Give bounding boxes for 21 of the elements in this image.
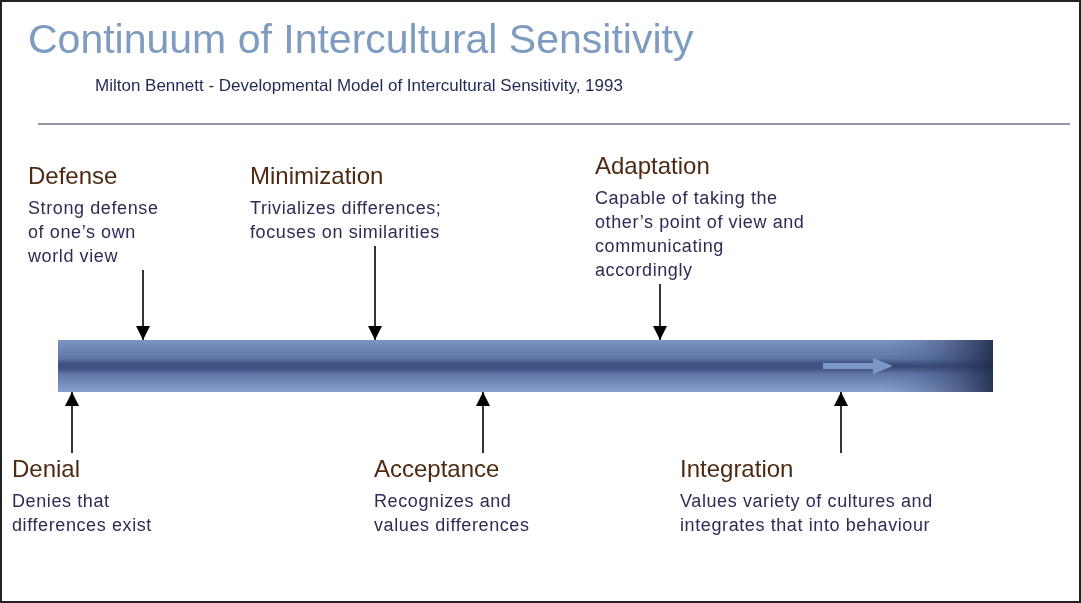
arrow [475, 391, 491, 454]
arrow [64, 391, 80, 454]
stage-description: Capable of taking the other’s point of view and communicating accordingly [595, 187, 806, 282]
stage-description: Strong defense of one’s own world view [28, 197, 160, 268]
arrow [367, 245, 383, 341]
arrow [135, 269, 151, 341]
stage-heading: Integration [680, 455, 794, 483]
stage-description: Denies that differences exist [12, 490, 153, 537]
title: Continuum of Intercultural Sensitivity [28, 16, 694, 63]
stage-description: Trivializes differences; focuses on similarities [250, 197, 443, 244]
arrow [652, 283, 668, 341]
subtitle: Milton Bennett - Developmental Model of Intercultural Sensitivity, 1993 [95, 76, 623, 96]
stage-description: Recognizes and values differences [374, 490, 531, 537]
stage-description: Values variety of cultures and integrates that into behaviour [680, 490, 934, 537]
stage-heading: Minimization [250, 162, 384, 190]
stage-heading: Defense [28, 162, 118, 190]
arrow [833, 391, 849, 454]
stage-heading: Acceptance [374, 455, 500, 483]
stage-heading: Adaptation [595, 152, 710, 180]
continuum-bar-drawing [58, 340, 993, 392]
stage-heading: Denial [12, 455, 81, 483]
